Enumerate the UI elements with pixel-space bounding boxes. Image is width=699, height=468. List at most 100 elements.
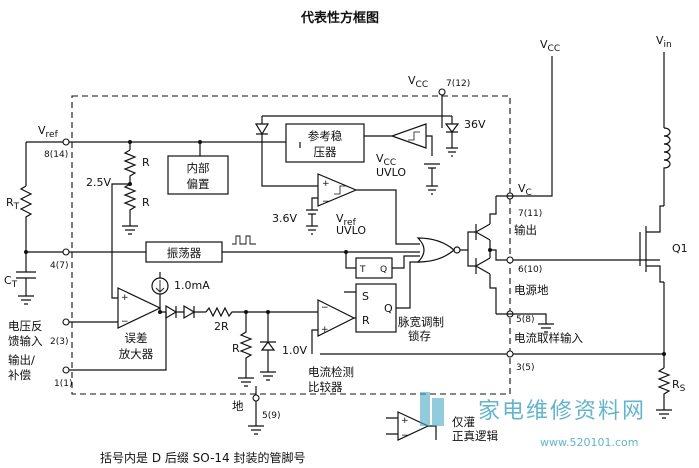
pin-output — [506, 256, 514, 264]
plus-sign: + — [121, 293, 129, 303]
vin-label: Vin — [656, 34, 672, 50]
diagram-title: 代表性方框图 — [300, 10, 379, 26]
ref-reg-line1: 参考稳 — [308, 129, 343, 143]
output-transistors — [475, 196, 497, 314]
vc-wire — [496, 56, 553, 197]
latch-s: S — [362, 290, 369, 303]
logic-line1: 仅灌 — [452, 415, 475, 429]
vref-uvlo-label2: UVLO — [336, 224, 366, 237]
error-amp-line2: 放大器 — [119, 347, 154, 361]
pin-vcc — [438, 88, 446, 96]
pin-gnd — [252, 394, 260, 402]
current-sense-wire — [320, 353, 665, 368]
r2r-label: 2R — [214, 320, 229, 333]
latch-r: R — [362, 314, 370, 327]
latch-line2: 锁存 — [408, 329, 431, 343]
rs-label: RS — [672, 378, 686, 394]
uvlo-to-gate — [356, 189, 420, 245]
pin-vref-number: 8(14) — [44, 150, 68, 160]
latch-q: Q — [384, 302, 393, 315]
r-top-label: R — [142, 156, 150, 169]
latch-line1: 脉宽调制 — [398, 315, 444, 329]
osc-to-latch — [345, 252, 356, 269]
junction-dot — [128, 140, 132, 144]
v36-uvlo-label: 3.6V — [272, 212, 297, 225]
vref-hysteresis-icon — [334, 185, 346, 195]
current-source-arrow — [155, 280, 165, 293]
bias-line2: 偏置 — [187, 177, 210, 191]
junction-dot — [198, 140, 202, 144]
watermark-logo — [420, 392, 444, 426]
pin-output-label: 输出 — [514, 223, 537, 237]
watermark: 家电维修资料网 www.520101.com — [420, 392, 644, 449]
pin-comp-label2: 补偿 — [8, 368, 31, 382]
rs-resistor — [656, 367, 672, 419]
output-node — [490, 249, 660, 261]
comp-wire — [311, 291, 356, 354]
pin-ct-number: 4(7) — [50, 261, 68, 271]
minus-sign: − — [401, 431, 409, 441]
vref-uvlo-ref — [306, 197, 318, 235]
hysteresis-icon — [408, 131, 420, 141]
pin-vfb-label2: 馈输入 — [8, 334, 43, 348]
pin-comp-number: 1(1) — [54, 379, 72, 389]
logic-legend-buffer — [397, 411, 430, 441]
ref-reg-wire — [299, 135, 392, 148]
inductor — [663, 127, 671, 206]
current-comp-line1: 电流检测 — [308, 365, 354, 379]
v25-wire — [111, 183, 130, 299]
vcc-bus — [262, 92, 443, 128]
output-comp-wire — [69, 312, 167, 371]
ff-q: Q — [380, 265, 387, 275]
error-amp-line1: 误差 — [125, 331, 148, 345]
pin-output-number: 6(10) — [518, 265, 542, 275]
gnd-wire — [248, 386, 264, 435]
ic-boundary — [71, 95, 511, 395]
minus-sign: − — [322, 197, 330, 207]
v25-label: 2.5V — [86, 176, 111, 189]
current-sense-comparator — [317, 299, 356, 337]
junction-dot — [158, 310, 162, 314]
pin-vc-label: VC — [518, 182, 532, 198]
vcc-uvlo-label: VCC — [376, 152, 396, 168]
pin-voltage-feedback — [62, 318, 70, 326]
pin-gnd-label: 地 — [232, 399, 244, 413]
pin-comp-label1: 输出/ — [8, 353, 35, 367]
vcc-uvlo-comparator — [390, 123, 427, 149]
gate-out — [460, 231, 476, 267]
plus-sign: + — [322, 179, 330, 189]
pin-vref-label: Vref — [38, 124, 59, 140]
ref-diode — [254, 116, 318, 187]
pin-power-gnd-label: 电源地 — [514, 283, 549, 297]
plus-sign: + — [321, 325, 329, 335]
vref-wire — [25, 141, 301, 186]
logic-line2: 正真逻辑 — [452, 429, 498, 443]
r2r-resistor — [205, 306, 318, 318]
watermark-url: www.520101.com — [540, 436, 638, 449]
rt-label: RT — [6, 196, 20, 212]
plus-sign: + — [401, 416, 409, 426]
pulse-train-icon — [232, 235, 256, 245]
internal-bias-block — [167, 155, 229, 195]
pin-vcc-label: VCC — [408, 74, 428, 90]
zener-36v — [444, 116, 460, 157]
pin-vc-number: 7(11) — [518, 209, 542, 219]
vref-uvlo-comparator — [317, 173, 358, 207]
pin-vfb-number: 2(3) — [50, 337, 68, 347]
divider-r-label: R — [232, 342, 240, 355]
zener-1v — [260, 312, 276, 381]
vref-uvlo-label: Vref — [336, 212, 357, 228]
power-gnd-wire — [496, 313, 554, 333]
bias-line1: 内部 — [187, 161, 210, 175]
pin-current-sense-number: 3(5) — [516, 363, 534, 373]
pin-gnd-number: 5(9) — [262, 411, 280, 421]
reference-regulator-block — [285, 123, 365, 163]
ff-t: T — [359, 265, 366, 275]
latch-q-wire — [396, 261, 420, 309]
ct-capacitor — [16, 252, 36, 305]
minus-sign: − — [321, 303, 329, 313]
junction-dot — [662, 352, 666, 356]
pin-ct — [62, 248, 70, 256]
current-source-label: 1.0mA — [174, 279, 210, 292]
